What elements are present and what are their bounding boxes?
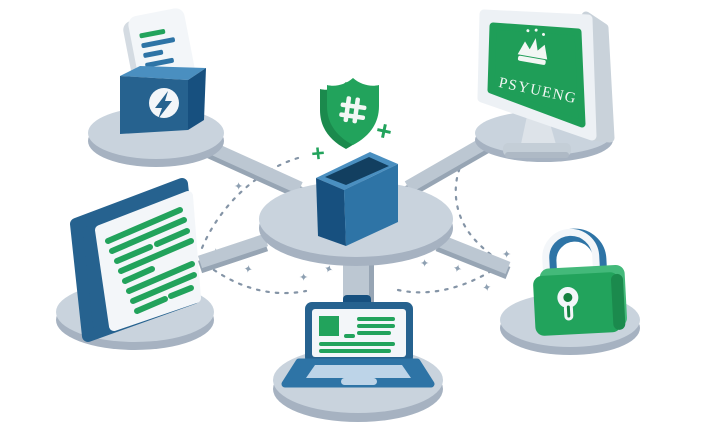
- padlock-body: [533, 272, 622, 336]
- padlock-shackle-highlight: [542, 228, 601, 285]
- plus-decoration: +: [373, 115, 395, 148]
- connector-top-right: [404, 135, 492, 198]
- box-left-face: [316, 178, 346, 246]
- device-base-side: [188, 68, 206, 130]
- receipt-line: [143, 49, 164, 58]
- node-monitor: PSYUENG: [477, 9, 615, 158]
- dotted-path-bottom-right: [396, 266, 498, 294]
- node-receipt-device: [120, 8, 206, 134]
- node-code-document: [70, 178, 201, 342]
- dotted-path-bottom-left: [212, 268, 308, 295]
- node-padlock: [533, 228, 627, 336]
- lightning-bolt-icon: [155, 91, 172, 119]
- node-storage-box: [316, 152, 398, 246]
- plus-decoration: +: [310, 139, 326, 166]
- laptop-trackpad: [341, 378, 377, 385]
- sparkle-icon: ✦: [234, 181, 243, 193]
- laptop-screen-content: [319, 316, 395, 353]
- connector-bottom-left: [197, 233, 269, 274]
- dotted-path-right: [454, 150, 496, 259]
- padlock-body-side: [611, 273, 626, 330]
- receipt-line: [141, 37, 176, 49]
- shield-front: [327, 78, 379, 145]
- crown-icon: [517, 28, 548, 65]
- document-code-lines: [105, 207, 197, 314]
- sparkle-icon: ✦: [481, 282, 492, 295]
- receipt-line-green: [139, 29, 166, 39]
- box-opening: [325, 157, 389, 185]
- device-base-top: [120, 66, 206, 80]
- hash-icon: [339, 96, 367, 124]
- sparkle-icon: ✦: [242, 263, 253, 276]
- sparkle-icon: ✦: [451, 262, 463, 276]
- receipt-line: [145, 57, 174, 68]
- connector-top-left: [202, 139, 303, 199]
- dotted-path-left: [200, 156, 300, 250]
- monitor-base-edge: [505, 152, 569, 158]
- connector-bottom-right: [435, 233, 511, 280]
- node-laptop: [281, 295, 435, 388]
- laptop-keyboard-deck: [306, 365, 411, 378]
- box-front-face: [344, 164, 398, 246]
- dotted-paths: [200, 150, 498, 295]
- sparkle-icon: ✦: [322, 263, 335, 277]
- connectors: [197, 135, 511, 312]
- sparkles: ✦ ✦ ✦ ✦ ✦ ✦ ✦ ✦ ✦: [211, 181, 512, 295]
- node-security-shield: + +: [310, 78, 395, 167]
- sparkle-icon: ✦: [299, 272, 308, 284]
- sparkle-icon: ✦: [502, 249, 511, 261]
- monitor-screen: [487, 22, 586, 128]
- keyhole-icon: [557, 287, 579, 321]
- sparkle-icon: ✦: [420, 258, 429, 270]
